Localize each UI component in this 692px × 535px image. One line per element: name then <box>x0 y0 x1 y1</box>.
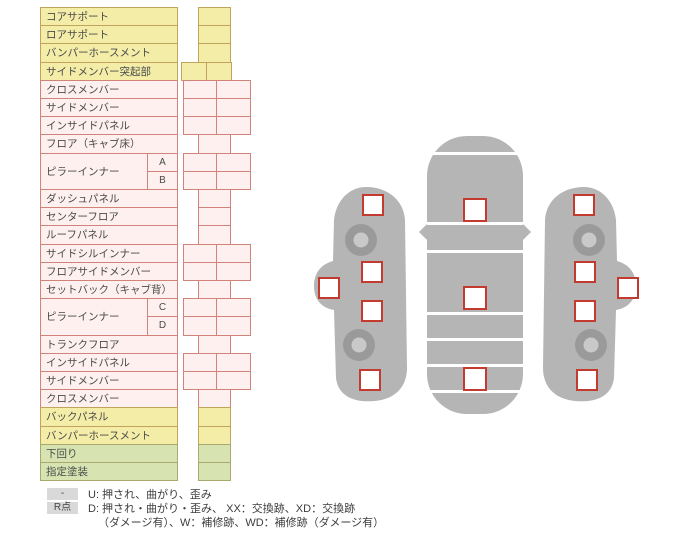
checkbox-left-rear-door[interactable] <box>361 300 383 322</box>
part-label: インサイドパネル <box>40 352 178 372</box>
checkbox-left-outer-sill[interactable] <box>318 277 340 299</box>
legend-marker-rten: R点 <box>47 502 78 514</box>
part-sub-label: A <box>147 152 178 172</box>
part-check-cell[interactable] <box>216 98 251 118</box>
part-check-cell[interactable] <box>216 170 251 190</box>
part-check-cell[interactable] <box>198 43 231 63</box>
checkbox-right-outer-sill[interactable] <box>617 277 639 299</box>
part-check-cell[interactable] <box>216 152 251 172</box>
part-check-cell[interactable] <box>216 371 251 391</box>
checkbox-top-front-panel[interactable] <box>463 198 487 222</box>
part-check-cell[interactable] <box>198 25 231 45</box>
part-check-cell[interactable] <box>183 79 217 99</box>
part-check-cell[interactable] <box>183 352 217 372</box>
checkbox-right-front-door[interactable] <box>574 261 596 283</box>
legend-text-wrap: （ダメージ有）、W：補修跡、WD：補修跡（ダメージ有） <box>98 517 385 529</box>
car-diagram <box>300 128 670 418</box>
part-sub-label: D <box>147 316 178 336</box>
part-check-cell[interactable] <box>183 116 217 136</box>
part-check-cell[interactable] <box>198 334 231 354</box>
part-check-cell[interactable] <box>183 152 217 172</box>
part-label: クロスメンバー <box>40 79 178 99</box>
part-label: サイドメンバー突起部 <box>40 61 178 81</box>
top-view <box>419 136 531 414</box>
part-check-cell[interactable] <box>216 116 251 136</box>
part-check-cell[interactable] <box>183 298 217 318</box>
left-side-view <box>314 186 407 402</box>
part-check-cell[interactable] <box>198 189 231 209</box>
part-label: サイドメンバー <box>40 371 178 391</box>
part-check-cell[interactable] <box>216 352 251 372</box>
part-check-cell[interactable] <box>198 389 231 409</box>
part-check-cell[interactable] <box>216 261 251 281</box>
checkbox-left-rear-fender[interactable] <box>359 369 381 391</box>
part-sub-label: C <box>147 298 178 318</box>
part-check-cell[interactable] <box>183 170 217 190</box>
legend-line-r: R点 D: 押され・曲がり・歪み、 XX：交換跡、XD：交換跡 <box>47 501 384 515</box>
checkbox-right-rear-fender[interactable] <box>576 369 598 391</box>
part-check-cell[interactable] <box>216 79 251 99</box>
part-label: トランクフロア <box>40 334 178 354</box>
part-label: フロアサイドメンバー <box>40 261 178 281</box>
part-check-cell[interactable] <box>198 7 231 27</box>
part-check-cell[interactable] <box>216 316 251 336</box>
part-check-cell[interactable] <box>183 316 217 336</box>
part-check-cell[interactable] <box>181 61 207 81</box>
part-check-cell[interactable] <box>183 243 217 263</box>
parts-sheet: コアサポートロアサポートバンパーホースメントサイドメンバー突起部クロスメンバーサ… <box>40 7 252 482</box>
part-label: クロスメンバー <box>40 389 178 409</box>
part-sub-label: B <box>147 170 178 190</box>
car-shapes-svg <box>314 136 636 414</box>
part-label: コアサポート <box>40 7 178 27</box>
checkbox-right-front-fender[interactable] <box>573 194 595 216</box>
part-check-cell[interactable] <box>216 298 251 318</box>
checkbox-left-front-door[interactable] <box>361 261 383 283</box>
part-check-cell[interactable] <box>183 371 217 391</box>
part-check-cell[interactable] <box>198 443 231 463</box>
legend-text-d: D: 押され・曲がり・歪み、 XX：交換跡、XD：交換跡 <box>88 503 356 515</box>
part-check-cell[interactable] <box>198 280 231 300</box>
part-label: バンパーホースメント <box>40 425 178 445</box>
part-label: バックパネル <box>40 407 178 427</box>
checkbox-top-rear-panel[interactable] <box>463 367 487 391</box>
part-check-cell[interactable] <box>216 243 251 263</box>
part-check-cell[interactable] <box>198 134 231 154</box>
right-mirror-icon <box>523 224 531 240</box>
part-label: ピラーインナー <box>40 298 148 336</box>
part-label: ダッシュパネル <box>40 189 178 209</box>
part-check-cell[interactable] <box>183 98 217 118</box>
part-check-cell[interactable] <box>206 61 232 81</box>
part-label: フロア（キャブ床） <box>40 134 178 154</box>
part-check-cell[interactable] <box>198 462 231 482</box>
checkbox-right-rear-door[interactable] <box>574 300 596 322</box>
legend-line-wrap: （ダメージ有）、W：補修跡、WD：補修跡（ダメージ有） <box>47 515 384 529</box>
part-label: ピラーインナー <box>40 152 148 190</box>
part-check-cell[interactable] <box>198 207 231 227</box>
part-label: 指定塗装 <box>40 462 178 482</box>
part-check-cell[interactable] <box>198 407 231 427</box>
part-label: 下回り <box>40 443 178 463</box>
part-check-cell[interactable] <box>183 261 217 281</box>
part-label: バンパーホースメント <box>40 43 178 63</box>
legend-line-u: - U: 押され、曲がり、歪み <box>47 487 384 501</box>
legend: - U: 押され、曲がり、歪み R点 D: 押され・曲がり・歪み、 XX：交換跡… <box>47 487 384 529</box>
part-label: センターフロア <box>40 207 178 227</box>
checkbox-left-front-fender[interactable] <box>362 194 384 216</box>
part-check-cell[interactable] <box>198 225 231 245</box>
left-mirror-icon <box>419 224 427 240</box>
legend-text-u: U: 押され、曲がり、歪み <box>88 489 212 501</box>
legend-marker-dash: - <box>47 488 78 500</box>
part-label: インサイドパネル <box>40 116 178 136</box>
part-label: サイドメンバー <box>40 98 178 118</box>
part-label: ロアサポート <box>40 25 178 45</box>
part-label: ルーフパネル <box>40 225 178 245</box>
part-check-cell[interactable] <box>198 425 231 445</box>
part-label: セットバック（キャブ背） <box>40 280 178 300</box>
checkbox-top-roof-panel[interactable] <box>463 286 487 310</box>
part-label: サイドシルインナー <box>40 243 178 263</box>
